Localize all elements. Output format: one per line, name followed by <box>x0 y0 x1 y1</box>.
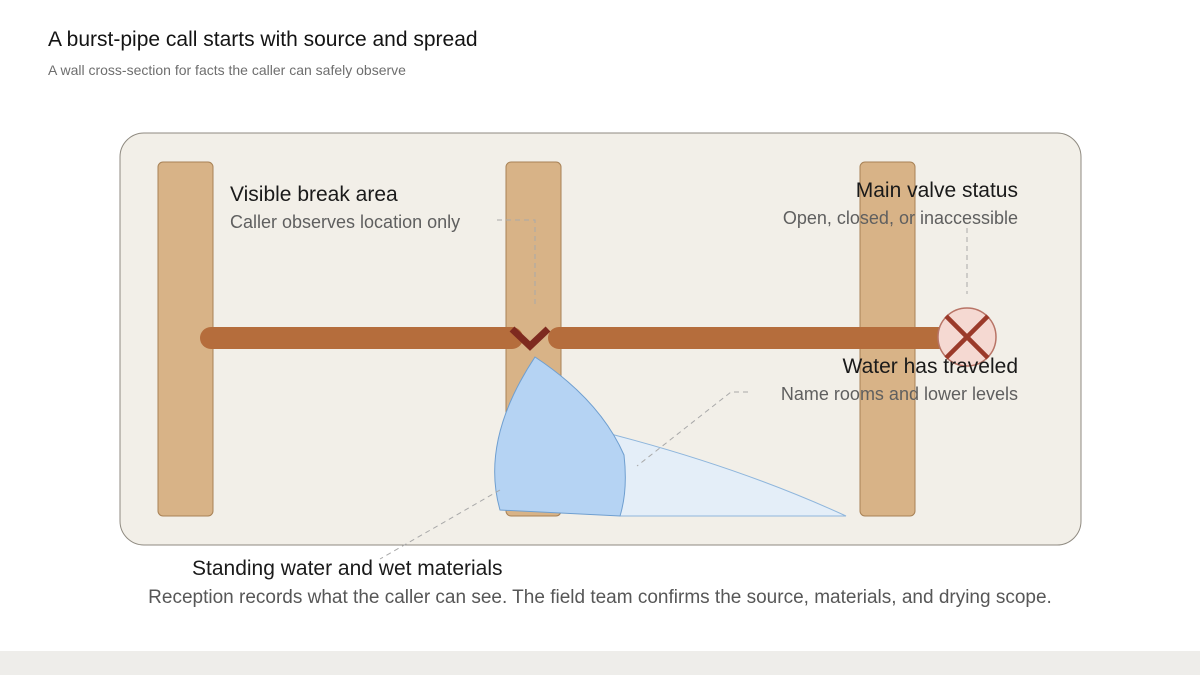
break-chevron-icon <box>509 326 551 351</box>
callout-travel-detail: Name rooms and lower levels <box>781 384 1018 404</box>
footer-bar <box>0 651 1200 675</box>
standing-water-shape <box>494 356 626 517</box>
callout-break-area-detail: Caller observes location only <box>230 212 460 232</box>
diagram-caption: Reception records what the caller can se… <box>148 587 1052 608</box>
callout-standing-title: Standing water and wet materials <box>192 557 503 580</box>
callout-break-area-title: Visible break area <box>230 183 398 206</box>
page-title: A burst-pipe call starts with source and… <box>48 28 478 51</box>
callout-travel-title: Water has traveled <box>843 355 1018 378</box>
callout-valve-title: Main valve status <box>856 179 1018 202</box>
closed-valve-icon <box>937 307 997 367</box>
callout-valve-detail: Open, closed, or inaccessible <box>783 208 1018 228</box>
page-subtitle: A wall cross-section for facts the calle… <box>48 62 406 78</box>
leader-line-break-area <box>497 219 536 306</box>
wall-cross-section-diagram: Visible break area Caller observes locat… <box>119 132 1082 580</box>
